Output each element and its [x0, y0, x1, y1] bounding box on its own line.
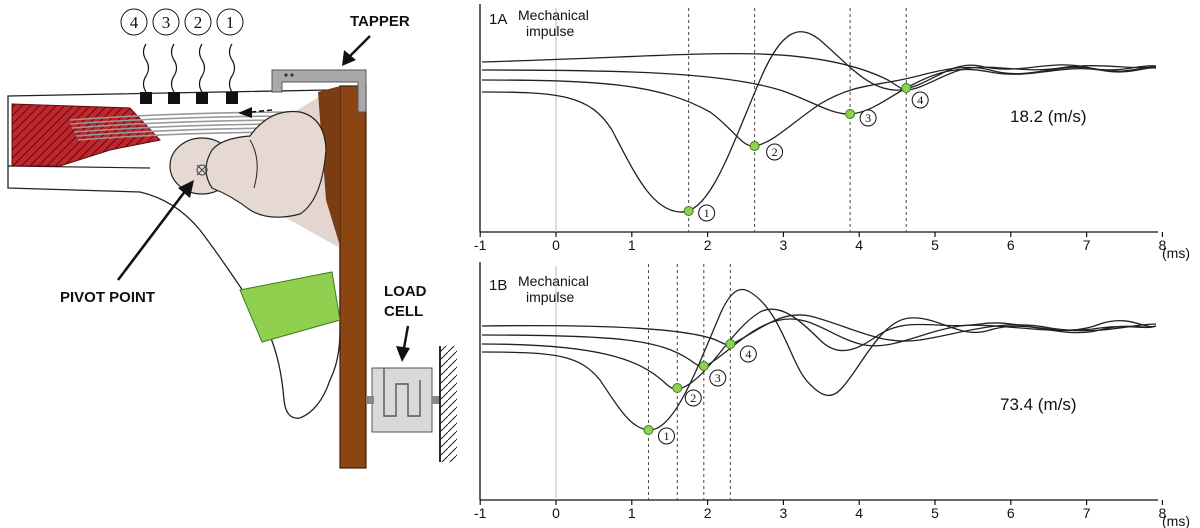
load-cell-label-line2: CELL	[384, 303, 423, 320]
chart-1b-axes	[479, 262, 1158, 501]
chart-1b: 1B Mechanical impulse 73.4 (m/s) 1 2 3 4 -1…	[474, 262, 1190, 528]
electrode-number-4: 4	[130, 13, 139, 32]
chart-1b-annotation-line1: Mechanical	[518, 273, 589, 289]
fixed-wall	[439, 346, 457, 462]
chart-1a-trace-3	[481, 66, 1157, 115]
chart-1b-marker-badge	[709, 369, 727, 387]
chart-1a-annotation-line2: impulse	[526, 23, 574, 39]
chart-1b-marker-label: 1	[663, 429, 669, 443]
chart-1a-marker-point	[845, 109, 856, 119]
chart-1a-marker-point	[901, 83, 912, 93]
chart-1b-tick-label: 7	[1083, 505, 1091, 521]
chart-1b-trace-4	[481, 314, 1157, 346]
tapper-device	[271, 69, 367, 113]
chart-1a: 1A Mechanical impulse 18.2 (m/s) 1 2 3 4 -1…	[474, 4, 1190, 261]
load-cell-block	[366, 367, 440, 433]
chart-1a-marker-label: 2	[772, 145, 778, 159]
tapper-arrow-icon	[342, 35, 371, 66]
electrode-array	[140, 43, 238, 104]
tapper-label: TAPPER	[350, 13, 410, 30]
chart-1a-trace-1	[481, 31, 1157, 213]
load-cell-arrow-icon	[396, 325, 410, 362]
chart-1b-marker-badge	[657, 427, 675, 445]
chart-1a-marker-label: 4	[917, 93, 923, 107]
electrode-number-3: 3	[162, 13, 171, 32]
bone-joint-line	[249, 139, 258, 189]
chart-1a-trace-4	[481, 52, 1157, 91]
chart-1b-panel-label: 1B	[489, 277, 507, 294]
chart-1b-marker-point	[698, 361, 709, 371]
chart-1b-x-unit: (ms)	[1162, 513, 1190, 528]
chart-1a-marker-point	[749, 141, 760, 151]
chart-1b-tick-label: 5	[931, 505, 939, 521]
chart-1a-tick-label: -1	[474, 237, 487, 253]
chart-1a-tick-label: 0	[552, 237, 560, 253]
chart-1b-marker-badge	[739, 345, 757, 363]
chart-1b-tick-label: 6	[1007, 505, 1015, 521]
chart-1a-tick-label: 4	[855, 237, 863, 253]
chart-1b-marker-label: 3	[715, 371, 721, 385]
chart-1a-tick-label: 2	[704, 237, 712, 253]
electrode-numbers: 4 3 2 1	[120, 8, 244, 36]
chart-1b-tick-label: -1	[474, 505, 487, 521]
chart-1b-tick-label: 1	[628, 505, 636, 521]
chart-1a-marker-badge	[766, 143, 784, 161]
leg-setup-diagram: 4 3 2 1 TAPPER PIVOT POINT LOAD CELL	[7, 8, 457, 469]
chart-1b-trace-1	[481, 288, 1157, 431]
calcaneus-bone	[205, 110, 327, 218]
chart-1a-annotation-line1: Mechanical	[518, 7, 589, 23]
chart-1a-marker-badge	[698, 204, 716, 222]
chart-1a-marker-label: 3	[865, 111, 871, 125]
chart-1b-tick-label: 2	[704, 505, 712, 521]
chart-1b-marker-label: 4	[745, 347, 751, 361]
chart-1a-trace-2	[481, 66, 1157, 147]
chart-1a-tick-label: 7	[1083, 237, 1091, 253]
chart-1b-waveforms	[481, 288, 1157, 431]
chart-1b-tick-label: 3	[780, 505, 788, 521]
chart-1a-tick-label: 5	[931, 237, 939, 253]
pivot-mark	[196, 164, 208, 176]
chart-1b-marker-label: 2	[690, 391, 696, 405]
chart-1b-marker-point	[725, 339, 736, 349]
chart-1a-x-unit: (ms)	[1162, 245, 1190, 261]
chart-1a-axes	[479, 4, 1158, 233]
conduction-direction-arrow-icon	[238, 107, 273, 118]
chart-1b-marker-point	[672, 383, 683, 393]
chart-1b-marker-point	[643, 425, 654, 435]
chart-1a-velocity-label: 18.2 (m/s)	[1010, 107, 1087, 126]
chart-1a-marker-point	[683, 206, 694, 216]
pivot-point-label: PIVOT POINT	[60, 289, 155, 306]
chart-1a-waveforms	[481, 31, 1157, 213]
chart-1b-tick-label: 8	[1159, 505, 1167, 521]
chart-1a-tick-label: 3	[780, 237, 788, 253]
load-cell-label-line1: LOAD	[384, 283, 427, 300]
chart-1a-tick-label: 6	[1007, 237, 1015, 253]
chart-1a-tick-label: 8	[1159, 237, 1167, 253]
chart-1b-tick-label: 0	[552, 505, 560, 521]
chart-1b-marker-badge	[684, 389, 702, 407]
pivot-arrow-icon	[116, 180, 194, 281]
green-strap	[239, 271, 341, 343]
chart-1b-velocity-label: 73.4 (m/s)	[1000, 395, 1077, 414]
chart-1a-tick-label: 1	[628, 237, 636, 253]
electrode-number-1: 1	[226, 13, 235, 32]
chart-1b-trace-3	[481, 318, 1157, 368]
chart-1a-marker-badge	[911, 91, 929, 109]
electrode-number-2: 2	[194, 13, 203, 32]
chart-1b-trace-2	[481, 308, 1157, 390]
chart-1a-marker-badge	[859, 109, 877, 127]
chart-1a-panel-label: 1A	[489, 11, 507, 28]
wooden-bar	[339, 85, 367, 469]
chart-1b-tick-label: 4	[855, 505, 863, 521]
chart-1a-marker-label: 1	[704, 206, 710, 220]
chart-1b-annotation-line2: impulse	[526, 289, 574, 305]
heel-wedge	[318, 86, 340, 246]
